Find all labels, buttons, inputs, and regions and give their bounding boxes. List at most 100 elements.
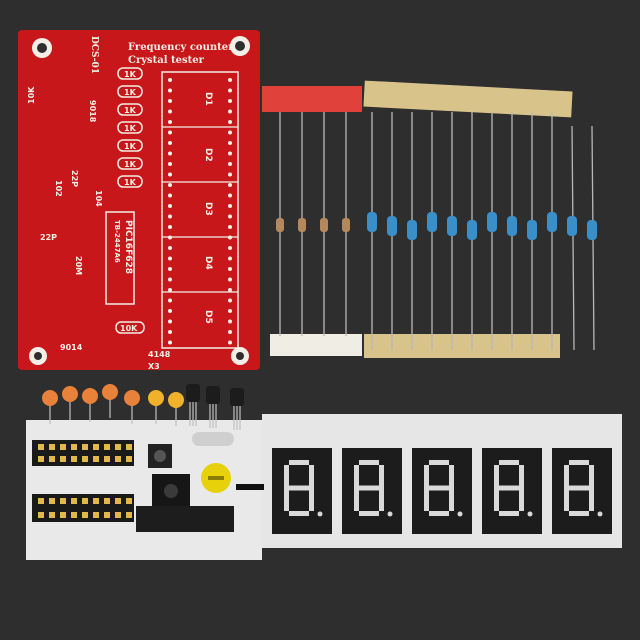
socket-pin — [71, 512, 77, 518]
capacitor-body — [82, 388, 98, 404]
pcb-label-20m: 20M — [74, 256, 83, 275]
pcb-label-22p: 22P — [40, 233, 57, 242]
display-segment — [309, 488, 314, 511]
socket-pin — [38, 456, 44, 462]
pad-dot — [228, 183, 232, 187]
socket-pin — [126, 456, 132, 462]
seven-segment-displays — [272, 448, 612, 534]
display-segment — [519, 465, 524, 488]
display-segment — [379, 465, 384, 488]
display-segment — [499, 511, 519, 516]
beige-tape-bottom — [364, 334, 560, 358]
pcb-board: Frequency counter Crystal tester DCS-01 … — [18, 30, 260, 371]
socket-pin — [104, 512, 110, 518]
pad-dot — [168, 130, 172, 135]
resistor-body — [567, 216, 577, 236]
pad-dot — [168, 298, 172, 303]
socket-pin — [82, 444, 88, 450]
pad-dot — [228, 109, 232, 114]
pcb-title-line1: Frequency counter — [128, 42, 234, 53]
socket-pin — [82, 456, 88, 462]
socket-pin — [115, 512, 121, 518]
socket-pin — [71, 498, 77, 504]
display-segment — [309, 465, 314, 488]
socket-pin — [115, 456, 121, 462]
pad-dot — [168, 235, 172, 240]
display-segment — [494, 488, 499, 511]
pad-dot — [168, 214, 172, 219]
display-segment — [449, 465, 454, 488]
pad-dot — [228, 151, 232, 156]
socket-pin — [38, 498, 44, 504]
socket-pin — [126, 512, 132, 518]
pad-dot — [168, 340, 172, 345]
resistor-body — [467, 220, 477, 240]
pcb-label-1k-d: 1K — [124, 124, 137, 133]
socket-pins — [38, 444, 132, 518]
capacitor-body — [62, 386, 78, 402]
pcb-label-d3: D3 — [203, 202, 213, 216]
pad-dot — [168, 162, 172, 166]
display-decimal-point — [317, 511, 323, 517]
display-segment — [589, 465, 594, 488]
display-segment — [284, 465, 289, 488]
pad-dot — [168, 309, 172, 313]
pad-dot — [228, 298, 232, 303]
pic-chip — [136, 506, 234, 532]
pad-dot — [228, 130, 232, 135]
display-decimal-point — [527, 511, 533, 517]
resistor-lead — [571, 125, 575, 351]
resistor-body — [507, 216, 517, 236]
pcb-label-4148: 4148 — [148, 350, 171, 359]
display-segment — [569, 485, 589, 491]
display-segment — [449, 488, 454, 511]
socket-pin — [38, 444, 44, 450]
pcb-title-line2: Crystal tester — [128, 55, 205, 66]
pad-dot — [168, 78, 172, 82]
capacitor-body — [42, 390, 58, 406]
pad-dot — [168, 183, 172, 187]
pad-dot — [228, 319, 232, 324]
socket-pin — [126, 498, 132, 504]
socket-pin — [115, 498, 121, 504]
pad-dot — [228, 340, 232, 345]
pad-dot — [228, 204, 232, 208]
pcb-label-102: 102 — [54, 180, 63, 197]
display-segment — [589, 488, 594, 511]
pad-dot — [228, 330, 232, 334]
pad-dot — [228, 246, 232, 250]
pcb-label-d4: D4 — [203, 256, 213, 270]
pad-dot — [168, 319, 172, 324]
socket-pin — [104, 456, 110, 462]
pad-dot — [168, 141, 172, 145]
white-tape-bottom — [270, 334, 362, 356]
resistor-body — [320, 218, 328, 232]
pcb-label-1k-a: 1K — [124, 70, 137, 79]
pad-dot — [228, 162, 232, 166]
socket-pin — [49, 456, 55, 462]
trimmer-slot — [208, 476, 224, 480]
pcb-label-x3: X3 — [148, 362, 160, 371]
socket-pin — [93, 498, 99, 504]
pcb-model: DCS-01 — [89, 36, 99, 74]
display-segment — [424, 488, 429, 511]
socket-pin — [126, 444, 132, 450]
pad-dot — [168, 120, 172, 124]
capacitors — [42, 384, 184, 426]
ic-socket-top — [32, 440, 134, 466]
display-segment — [429, 511, 449, 516]
resistor-body — [342, 218, 350, 232]
display-segment — [424, 465, 429, 488]
display-segment — [569, 511, 589, 516]
display-segment — [289, 511, 309, 516]
pad-dot — [168, 277, 172, 282]
pcb-label-d5: D5 — [203, 310, 213, 324]
display-segment — [494, 465, 499, 488]
resistor-body — [427, 212, 437, 232]
socket-pin — [82, 512, 88, 518]
pcb-label-9014: 9014 — [60, 343, 83, 352]
pcb-chip-label: PIC16F628 — [123, 220, 133, 274]
pcb-label-1k-e: 1K — [124, 142, 137, 151]
socket-pin — [82, 498, 88, 504]
